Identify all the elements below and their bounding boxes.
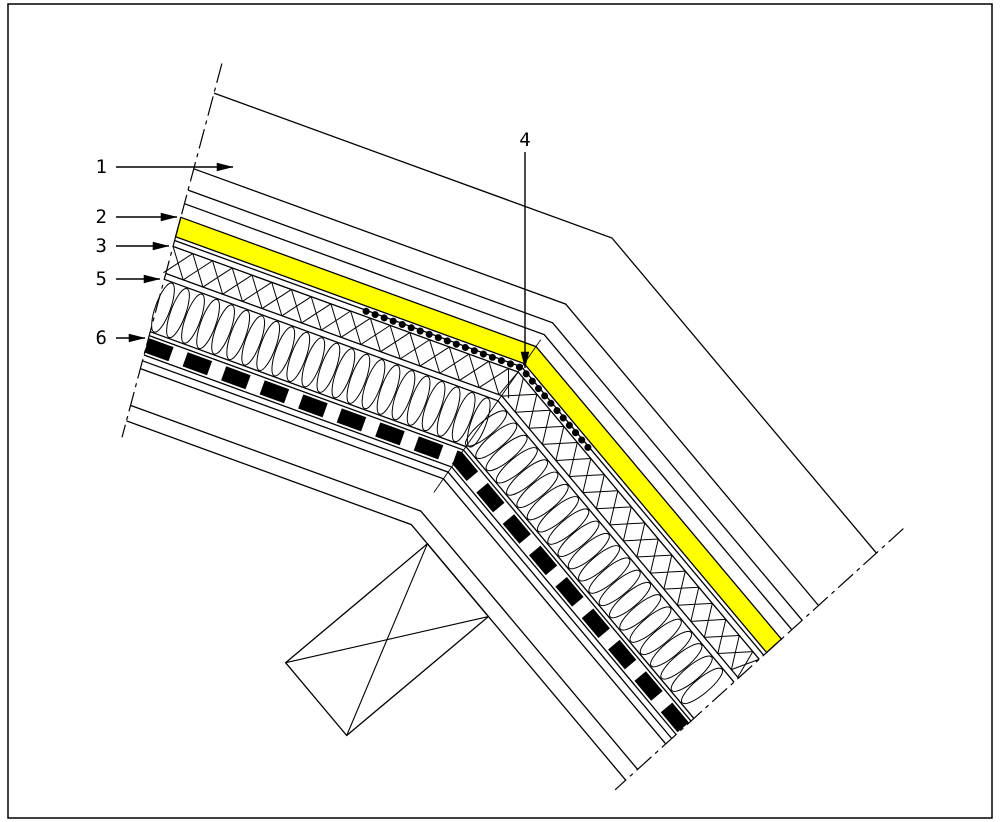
layer-boundary-lines <box>126 92 877 781</box>
callout-1-label: 1 <box>96 156 107 178</box>
insulation-loop-hatch <box>151 282 723 705</box>
callout-6-label: 6 <box>96 327 107 349</box>
crosshatch-band <box>163 246 760 678</box>
vapour-barrier-dashed-band <box>144 338 690 733</box>
callout-4-label: 4 <box>519 129 530 151</box>
drawing-border <box>7 3 993 819</box>
callout-2-label: 2 <box>96 206 107 228</box>
section-cut-lines <box>121 63 904 791</box>
callout-5-label: 5 <box>96 268 107 290</box>
beam-cross-section <box>284 542 490 737</box>
callout-3-label: 3 <box>96 235 107 257</box>
callout-annotations: 1 2 3 4 5 6 <box>96 129 531 369</box>
